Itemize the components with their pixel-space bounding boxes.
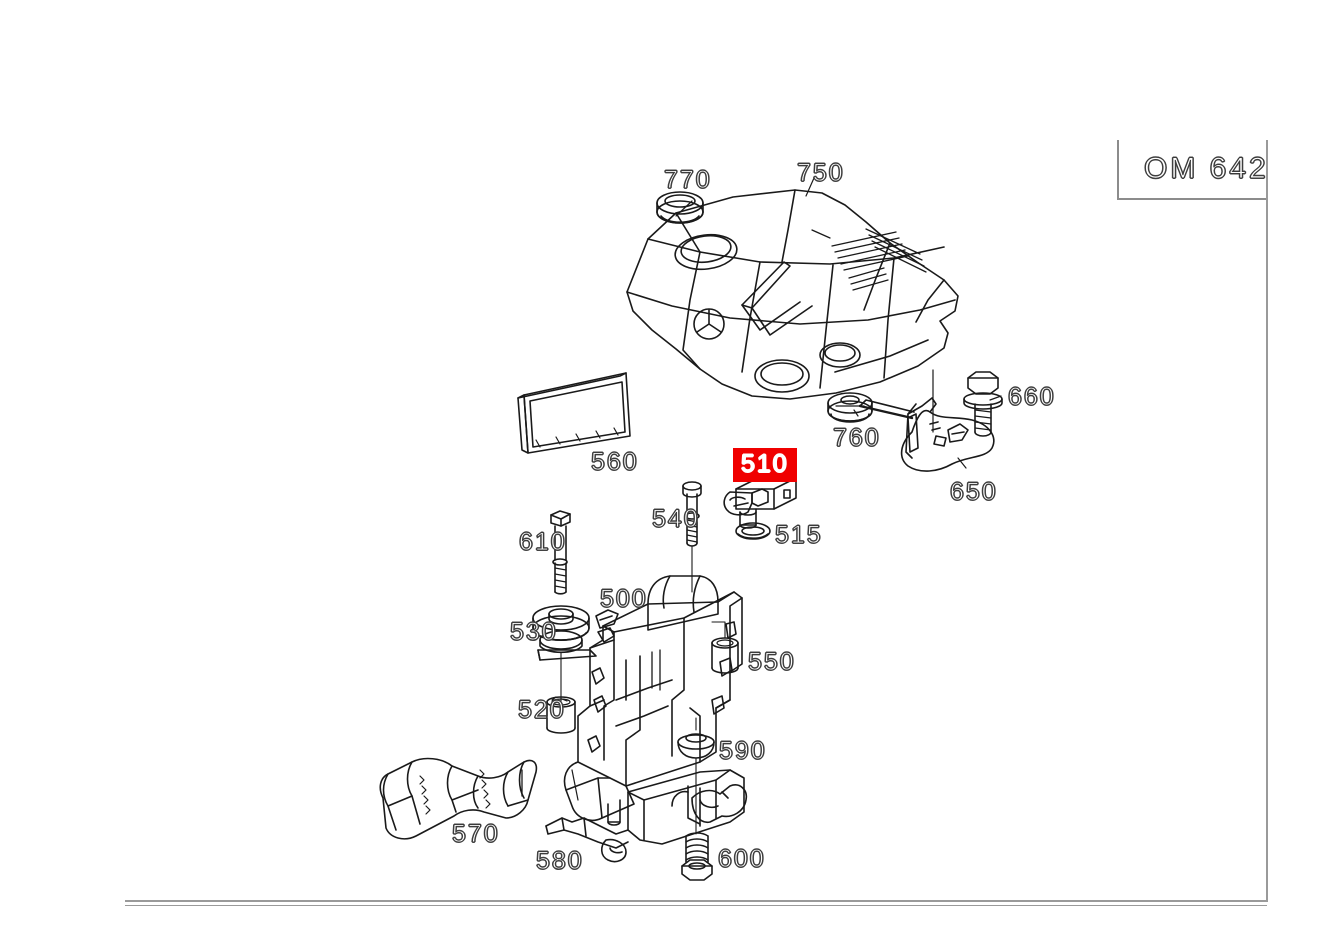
part-label-570: 570 xyxy=(452,820,500,849)
part-label-590: 590 xyxy=(719,737,767,766)
part-label-750: 750 xyxy=(797,159,845,188)
part-label-560: 560 xyxy=(591,448,639,477)
part-label-600: 600 xyxy=(718,845,766,874)
part-grommet-760 xyxy=(827,392,873,423)
part-air-duct-570 xyxy=(379,757,538,840)
part-label-610: 610 xyxy=(519,528,567,557)
part-label-580: 580 xyxy=(536,847,584,876)
frame-right-border xyxy=(1266,140,1268,902)
part-label-660: 660 xyxy=(1008,383,1056,412)
part-label-530: 530 xyxy=(510,618,558,647)
part-label-540: 540 xyxy=(652,505,700,534)
part-spring-bolt-600 xyxy=(681,757,713,881)
part-label-510[interactable]: 510 xyxy=(733,448,797,482)
part-bushing-550 xyxy=(711,621,739,674)
part-label-770: 770 xyxy=(664,166,712,195)
part-label-550: 550 xyxy=(748,648,796,677)
part-label-500: 500 xyxy=(600,585,648,614)
frame-bottom-border-inner xyxy=(125,905,1267,906)
part-plug-590 xyxy=(677,717,715,759)
part-stud-610 xyxy=(550,510,571,595)
part-bracket-650 xyxy=(858,397,995,472)
title-block-frame xyxy=(1117,140,1267,200)
part-oil-cap-770 xyxy=(656,191,704,224)
part-label-760: 760 xyxy=(833,424,881,453)
part-damper-530 xyxy=(532,605,590,707)
part-label-650: 650 xyxy=(950,478,998,507)
part-label-520: 520 xyxy=(518,696,566,725)
title-block-label: OM 642 xyxy=(1144,152,1269,186)
part-label-515: 515 xyxy=(775,521,823,550)
part-bolt-540 xyxy=(682,481,702,593)
part-air-filter-560 xyxy=(517,372,631,454)
part-air-cleaner-housing-500 xyxy=(537,575,743,826)
part-bushing-520 xyxy=(546,696,576,734)
part-oring-515 xyxy=(735,522,771,540)
part-lower-bracket-580 xyxy=(545,769,748,863)
part-bolt-660 xyxy=(963,371,1003,437)
part-engine-cover-750 xyxy=(626,189,959,400)
frame-bottom-border xyxy=(125,900,1267,902)
